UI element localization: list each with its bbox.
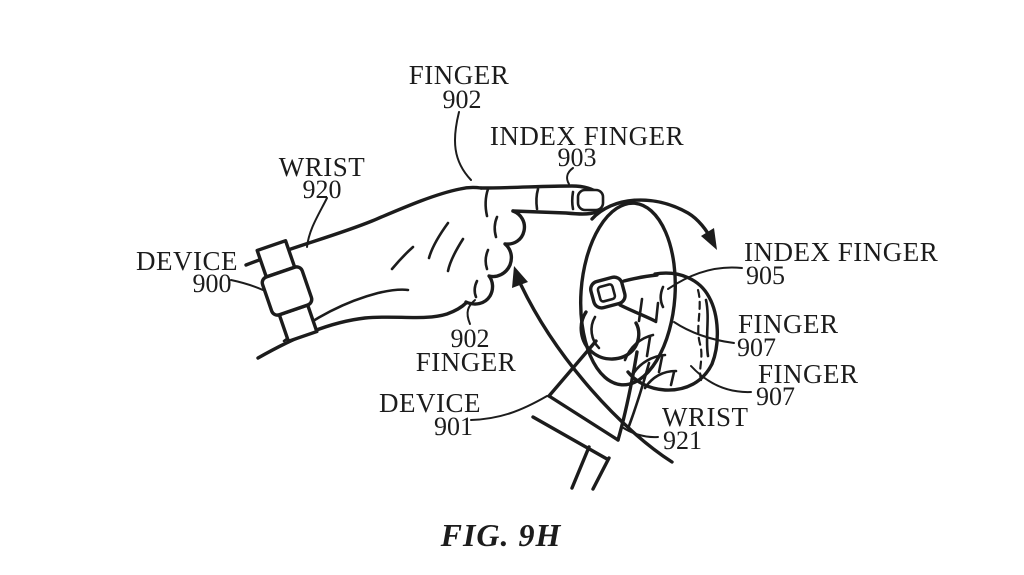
leader-index-finger-903 — [566, 167, 574, 185]
device-901-band-bottom-line — [531, 415, 609, 461]
leader-index-finger-905 — [667, 266, 743, 290]
device-901-band-top-line — [547, 394, 620, 442]
right-index-knuckle-tick — [659, 285, 665, 309]
right-curled-finger-arc-3 — [643, 369, 678, 390]
label-finger-902-top-ref: 902 — [443, 85, 482, 114]
rotation-arrow-curve — [590, 198, 714, 243]
label-index-finger-903-name: INDEX FINGER — [490, 121, 684, 151]
label-finger-902-bottom-name: FINGER — [416, 347, 517, 377]
label-index-finger-905-ref: 905 — [746, 261, 785, 290]
leader-device-900 — [230, 279, 264, 291]
right-wrist-end-left-edge — [570, 445, 591, 490]
label-device-901-ref: 901 — [434, 412, 473, 441]
motion-arrow-curve — [519, 283, 674, 464]
left-knuckle-tick-2 — [484, 248, 490, 271]
label-device-900-name: DEVICE — [136, 246, 238, 276]
left-knuckle-tick-1 — [493, 215, 499, 239]
right-index-fingernail-outer — [589, 275, 627, 310]
right-curl-tick-1 — [645, 335, 652, 358]
left-index-nail-tick — [570, 190, 575, 211]
left-knuckle-tick-3 — [473, 279, 479, 299]
rotation-arrow — [590, 198, 717, 250]
label-finger-902-top-name: FINGER — [409, 60, 510, 90]
left-arm-top-edge — [244, 185, 483, 267]
label-wrist-921-ref: 921 — [663, 426, 702, 455]
figure-caption: FIG. 9H — [440, 517, 562, 553]
right-wrist-crease — [627, 361, 651, 428]
figure-labels: FINGER 902 INDEX FINGER 903 WRIST 920 DE… — [136, 60, 938, 455]
left-hand-crease-1 — [427, 221, 450, 260]
right-thumb-inner-line — [590, 315, 601, 350]
right-forearm — [531, 339, 651, 491]
label-wrist-920-ref: 920 — [303, 175, 342, 204]
device-900-body — [260, 265, 314, 317]
left-index-segment-tick-2 — [484, 187, 490, 218]
leader-wrist-921 — [621, 426, 659, 439]
device-901-band — [531, 394, 620, 461]
motion-arrowhead — [512, 266, 528, 288]
left-curled-fingers-outline — [464, 209, 527, 306]
label-device-900-ref: 900 — [193, 269, 232, 298]
label-wrist-920-name: WRIST — [279, 152, 366, 182]
right-finger-segment-tick-1 — [637, 297, 644, 323]
leader-finger-907-upper — [673, 321, 735, 344]
right-fist-dashed-finger-edge — [696, 288, 703, 382]
leader-finger-907-lower — [690, 365, 752, 394]
label-index-finger-903-ref: 903 — [558, 143, 597, 172]
label-finger-907-upper-ref: 907 — [737, 333, 776, 362]
right-curled-finger-arc-2 — [631, 353, 667, 376]
label-finger-907-upper-name: FINGER — [738, 309, 839, 339]
label-finger-902-bottom-ref: 902 — [451, 324, 490, 353]
leader-wrist-920 — [306, 197, 328, 248]
leader-finger-902-top — [454, 111, 472, 181]
left-hand-crease-2 — [446, 237, 465, 273]
rotation-arrowhead — [701, 228, 717, 250]
right-curl-tick-2 — [657, 355, 664, 374]
left-index-segment-tick-1 — [535, 187, 540, 211]
device-900-watch — [255, 239, 319, 343]
right-index-fingernail-inner — [596, 283, 617, 303]
right-finger-segment-tick-2 — [654, 301, 660, 324]
right-fist-outline — [626, 271, 720, 392]
label-device-901-name: DEVICE — [379, 388, 481, 418]
right-curl-tick-3 — [669, 370, 676, 387]
label-finger-907-lower-name: FINGER — [758, 359, 859, 389]
left-index-fingernail — [576, 188, 605, 212]
label-finger-907-lower-ref: 907 — [756, 382, 795, 411]
right-index-finger-top-edge — [622, 273, 659, 283]
rotation-ellipse — [578, 201, 678, 387]
right-index-finger-bottom-edge — [618, 303, 657, 323]
leader-device-901 — [470, 395, 548, 421]
label-index-finger-905-name: INDEX FINGER — [744, 237, 938, 267]
right-forearm-right-edge — [616, 350, 639, 442]
left-hand — [390, 184, 605, 306]
label-wrist-921-name: WRIST — [662, 402, 749, 432]
right-fist-inner-contour — [704, 298, 710, 358]
right-wrist-end-right-edge — [591, 456, 611, 491]
leader-lines — [230, 111, 752, 439]
pointing-motion-arrow — [512, 266, 674, 464]
left-hand-crease-3 — [390, 245, 415, 271]
leader-finger-902-bottom — [466, 299, 476, 325]
right-index-fingernail — [589, 275, 627, 310]
right-thumb-outline — [579, 310, 641, 361]
right-hand — [579, 271, 720, 392]
